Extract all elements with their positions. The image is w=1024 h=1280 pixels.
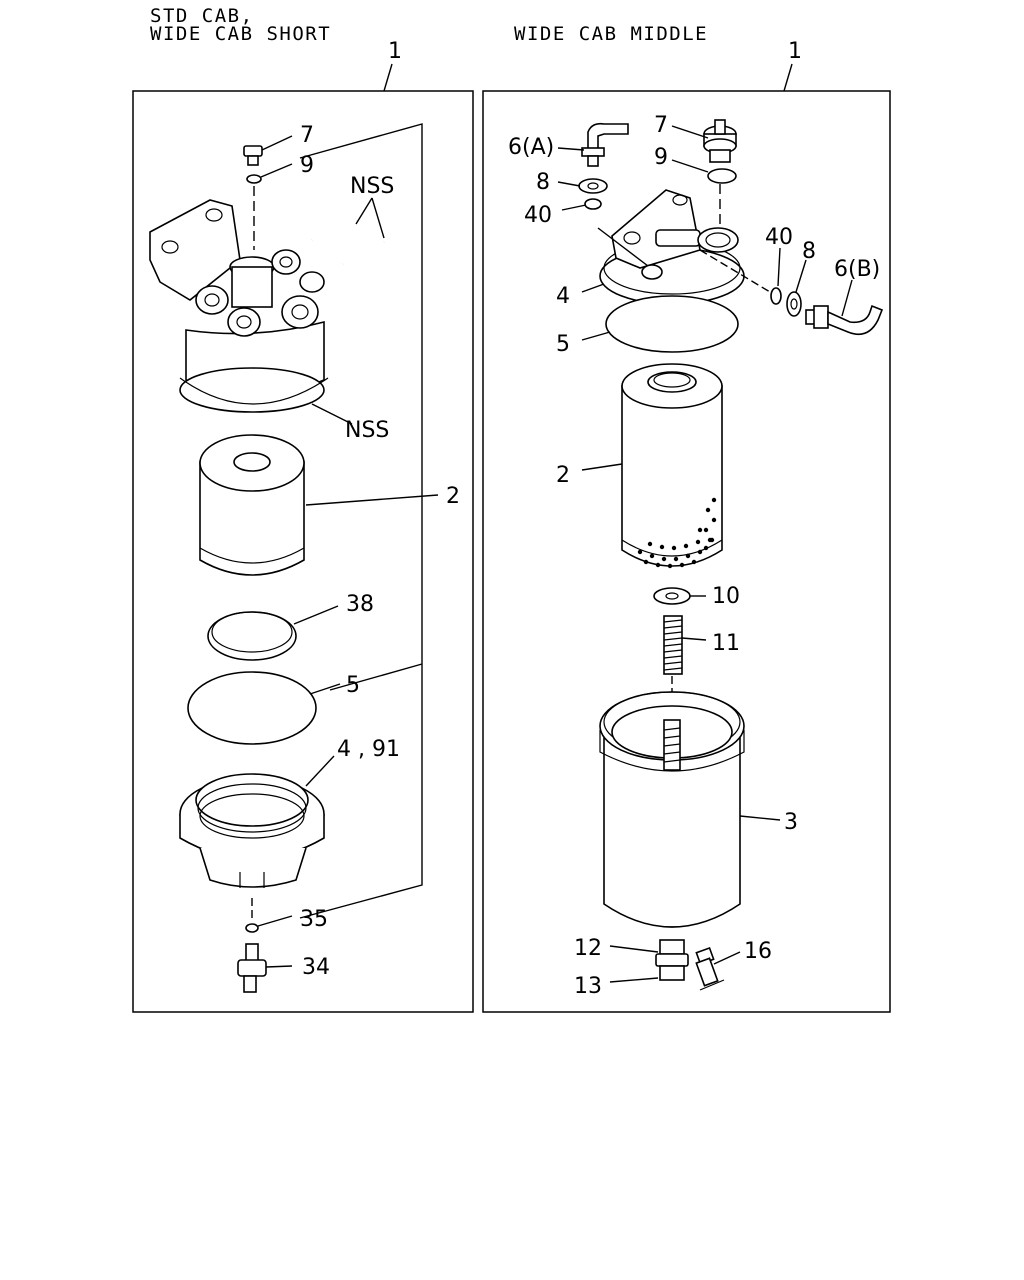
filter-element-left: [199, 434, 305, 576]
filter-head-housing: [149, 199, 329, 413]
left-panel: 1 7 9 NSS: [132, 39, 474, 1013]
washer-part: [246, 174, 262, 184]
left-assembly-ref: 1: [388, 39, 402, 64]
label-right-16: 16: [744, 939, 772, 964]
label-right-4: 4: [556, 284, 570, 309]
oring-a-part: [584, 198, 602, 210]
label-right-13: 13: [574, 974, 602, 999]
label-right-10: 10: [712, 584, 740, 609]
washer-a-part: [578, 178, 608, 194]
oring-part: [245, 923, 259, 933]
label-left-7: 7: [300, 123, 314, 148]
fitting-a-part: [581, 122, 629, 167]
label-right-2: 2: [556, 463, 570, 488]
filter-head-part: [599, 189, 745, 305]
label-left-34: 34: [302, 955, 330, 980]
label-left-nss-housing: NSS: [345, 418, 389, 443]
drain-part: [237, 943, 267, 993]
ring-part: [207, 611, 297, 661]
right-panel-frame: [482, 90, 891, 1013]
label-right-9: 9: [654, 145, 668, 170]
label-right-5: 5: [556, 332, 570, 357]
gasket-right: [605, 295, 739, 353]
pipe-parts: [310, 216, 386, 268]
gasket-left: [187, 671, 317, 745]
filter-element-right: [621, 363, 723, 569]
label-right-6a: 6(A): [508, 135, 554, 160]
right-panel: 1 6(A) 8 40 7: [482, 39, 891, 1013]
seat-part: [653, 587, 691, 605]
header-std-cab: STD CAB,: [150, 5, 254, 27]
label-right-40a: 40: [524, 203, 552, 228]
label-right-11: 11: [712, 631, 740, 656]
label-right-8b: 8: [802, 239, 816, 264]
bowl-part-right: [599, 691, 745, 928]
label-right-7: 7: [654, 113, 668, 138]
spring-part: [663, 615, 683, 675]
drain-cock-part: [695, 946, 725, 991]
sensor-part: [655, 939, 689, 981]
washer-b-part: [786, 291, 802, 317]
bowl-part-left: [179, 773, 325, 888]
label-right-8a: 8: [536, 170, 550, 195]
label-right-40b: 40: [765, 225, 793, 250]
label-left-nss-pipes: NSS: [350, 174, 394, 199]
fitting-b-part: [805, 304, 884, 336]
label-left-5: 5: [346, 673, 360, 698]
label-right-3: 3: [784, 810, 798, 835]
label-left-2: 2: [446, 484, 460, 509]
right-assembly-ref: 1: [788, 39, 802, 64]
label-left-38: 38: [346, 592, 374, 617]
plug-washer-part: [707, 168, 737, 184]
label-left-4-91: 4 , 91: [337, 737, 400, 762]
header-wide-cab-short: WIDE CAB SHORT: [150, 23, 331, 45]
label-right-6b: 6(B): [834, 257, 880, 282]
label-left-35: 35: [300, 907, 328, 932]
oring-b-part: [770, 287, 782, 305]
plug-part: [703, 119, 737, 163]
left-panel-frame: [132, 90, 474, 1013]
bolt-part: [243, 145, 263, 166]
label-left-9: 9: [300, 153, 314, 178]
header-wide-cab-middle: WIDE CAB MIDDLE: [514, 23, 708, 45]
label-right-12: 12: [574, 936, 602, 961]
